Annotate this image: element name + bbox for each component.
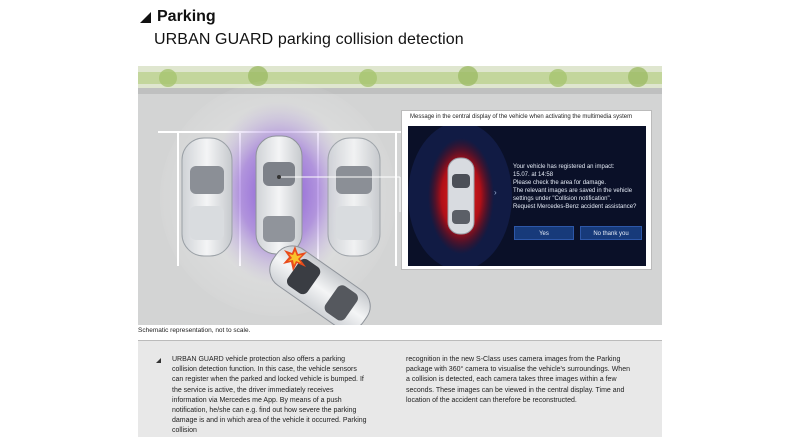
triangle-icon [140, 11, 151, 23]
parked-car-left [181, 137, 233, 257]
display-graphic [408, 126, 646, 266]
message-line: Your vehicle has registered an impact: [513, 164, 615, 170]
collision-message: Your vehicle has registered an impact: 1… [513, 163, 643, 212]
parking-illustration [138, 66, 662, 325]
impact-burst-icon [283, 246, 307, 271]
bullet-icon [156, 358, 161, 363]
chevron-right-icon: › [494, 188, 497, 197]
description-left: URBAN GUARD vehicle protection also offe… [172, 356, 367, 435]
parked-car-right [327, 137, 381, 257]
description-right: recognition in the new S-Class uses came… [406, 356, 630, 404]
parking-scene [138, 66, 662, 325]
message-line: Please check the area for damage. [513, 180, 607, 187]
illustration-caption: Schematic representation, not to scale. [138, 327, 251, 334]
no-thank-you-button[interactable]: No thank you [580, 226, 642, 240]
yes-button[interactable]: Yes [514, 226, 574, 240]
message-line: Request Mercedes-Benz accident assistanc… [513, 204, 637, 211]
page-title: URBAN GUARD parking collision detection [154, 31, 464, 48]
message-line: The relevant images are saved in the veh… [513, 188, 633, 195]
vehicle-top-view-icon [447, 157, 475, 235]
callout-heading: Message in the central display of the ve… [410, 114, 633, 120]
description-panel: URBAN GUARD vehicle protection also offe… [138, 340, 662, 437]
central-display-callout: Message in the central display of the ve… [401, 110, 652, 270]
central-display-screen: › Your vehicle has registered an impact:… [408, 126, 646, 266]
parked-car-center [255, 135, 303, 255]
message-line: settings under "Collision notification". [513, 196, 612, 203]
message-line: 15.07. at 14:58 [513, 172, 554, 179]
section-heading: Parking [140, 8, 216, 26]
section-label: Parking [157, 8, 216, 25]
